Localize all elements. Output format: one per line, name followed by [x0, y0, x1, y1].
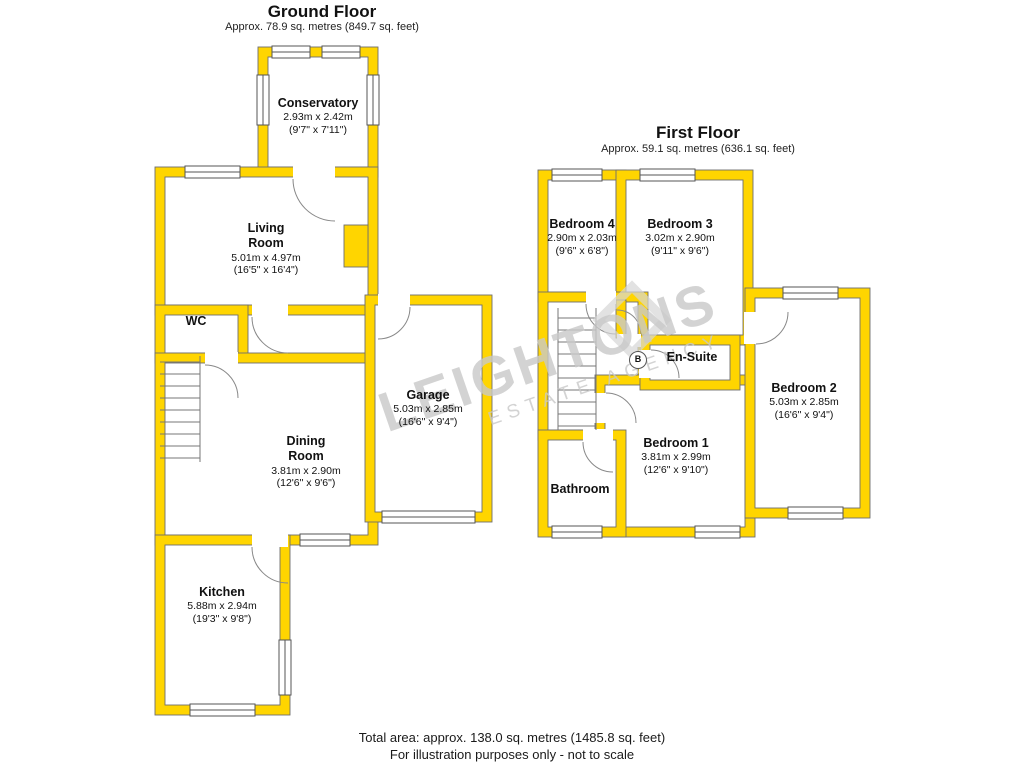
label-wc: WC — [186, 314, 207, 329]
ground-floor-subtitle: Approx. 78.9 sq. metres (849.7 sq. feet) — [225, 21, 419, 33]
room-dim-imperial: (9'11" x 9'6") — [651, 245, 709, 258]
room-name: En-Suite — [666, 350, 718, 364]
room-dim-metric: 5.88m x 2.94m — [187, 600, 257, 613]
label-bedroom-3: Bedroom 3 3.02m x 2.90m (9'11" x 9'6") — [645, 217, 714, 258]
first-floor-subtitle: Approx. 59.1 sq. metres (636.1 sq. feet) — [601, 143, 795, 155]
label-living-room: Living Room 5.01m x 4.97m (16'5" x 16'4"… — [231, 221, 300, 277]
room-name: Bedroom 3 — [647, 217, 713, 231]
room-conservatory — [257, 46, 379, 178]
label-en-suite: En-Suite — [667, 350, 718, 365]
room-name: Bedroom 2 — [771, 381, 837, 395]
room-bathroom — [537, 429, 627, 538]
room-dim-metric: 5.03m x 2.85m — [393, 403, 463, 416]
room-name: Living Room — [247, 221, 285, 251]
room-name: Conservatory — [277, 96, 359, 110]
room-dim-metric: 2.90m x 2.03m — [547, 232, 617, 245]
room-dim-metric: 5.03m x 2.85m — [769, 396, 839, 409]
room-name: Kitchen — [199, 585, 245, 599]
room-dim-imperial: (16'5" x 16'4") — [233, 264, 299, 277]
room-dim-metric: 5.01m x 4.97m — [231, 251, 301, 264]
ground-floor-title: Ground Floor — [267, 2, 377, 21]
room-dim-metric: 3.02m x 2.90m — [645, 232, 715, 245]
room-name: Garage — [406, 388, 450, 402]
room-dining-hall — [154, 352, 379, 546]
stairs-ground — [160, 356, 201, 462]
room-bedroom-2 — [744, 287, 871, 519]
room-en-suite — [615, 299, 741, 391]
room-dim-imperial: (12'6" x 9'10") — [643, 464, 709, 477]
windows — [184, 45, 844, 717]
door-arcs — [204, 178, 789, 584]
room-name: Bedroom 4 — [549, 217, 615, 231]
boiler-marker: B — [629, 351, 647, 369]
door-openings — [205, 166, 756, 547]
room-dim-metric: 3.81m x 2.99m — [641, 451, 711, 464]
chimney-breast — [343, 224, 369, 268]
total-area-text: Total area: approx. 138.0 sq. metres (14… — [358, 730, 666, 745]
label-bedroom-4: Bedroom 4 2.90m x 2.03m (9'6" x 6'8") — [547, 217, 616, 258]
first-floor-title: First Floor — [655, 123, 741, 142]
room-garage — [364, 294, 493, 523]
label-dining-room: Dining Room 3.81m x 2.90m (12'6" x 9'6") — [271, 434, 340, 490]
label-kitchen: Kitchen 5.88m x 2.94m (19'3" x 9'8") — [187, 585, 256, 626]
room-dim-imperial: (9'6" x 6'8") — [555, 245, 609, 258]
room-name: Bedroom 1 — [643, 436, 709, 450]
room-name: Bathroom — [550, 482, 610, 496]
label-bedroom-1: Bedroom 1 3.81m x 2.99m (12'6" x 9'10") — [641, 436, 710, 477]
room-name: WC — [185, 314, 207, 328]
stairs-first — [557, 308, 597, 430]
room-dim-imperial: (12'6" x 9'6") — [276, 477, 336, 490]
room-dim-metric: 2.93m x 2.42m — [283, 111, 353, 124]
label-conservatory: Conservatory 2.93m x 2.42m (9'7" x 7'11"… — [278, 96, 359, 137]
label-bedroom-2: Bedroom 2 5.03m x 2.85m (16'6" x 9'4") — [769, 381, 838, 422]
room-living-room — [154, 166, 379, 316]
room-dim-imperial: (16'6" x 9'4") — [774, 409, 834, 422]
room-dim-imperial: (19'3" x 9'8") — [192, 613, 252, 626]
room-dim-metric: 3.81m x 2.90m — [271, 464, 341, 477]
label-bathroom: Bathroom — [550, 482, 609, 497]
disclaimer-text: For illustration purposes only - not to … — [389, 747, 635, 762]
room-dim-imperial: (16'6" x 9'4") — [398, 416, 458, 429]
room-dim-imperial: (9'7" x 7'11") — [289, 124, 347, 137]
room-name: Dining Room — [286, 434, 326, 464]
room-kitchen — [154, 534, 291, 716]
label-garage: Garage 5.03m x 2.85m (16'6" x 9'4") — [393, 388, 462, 429]
